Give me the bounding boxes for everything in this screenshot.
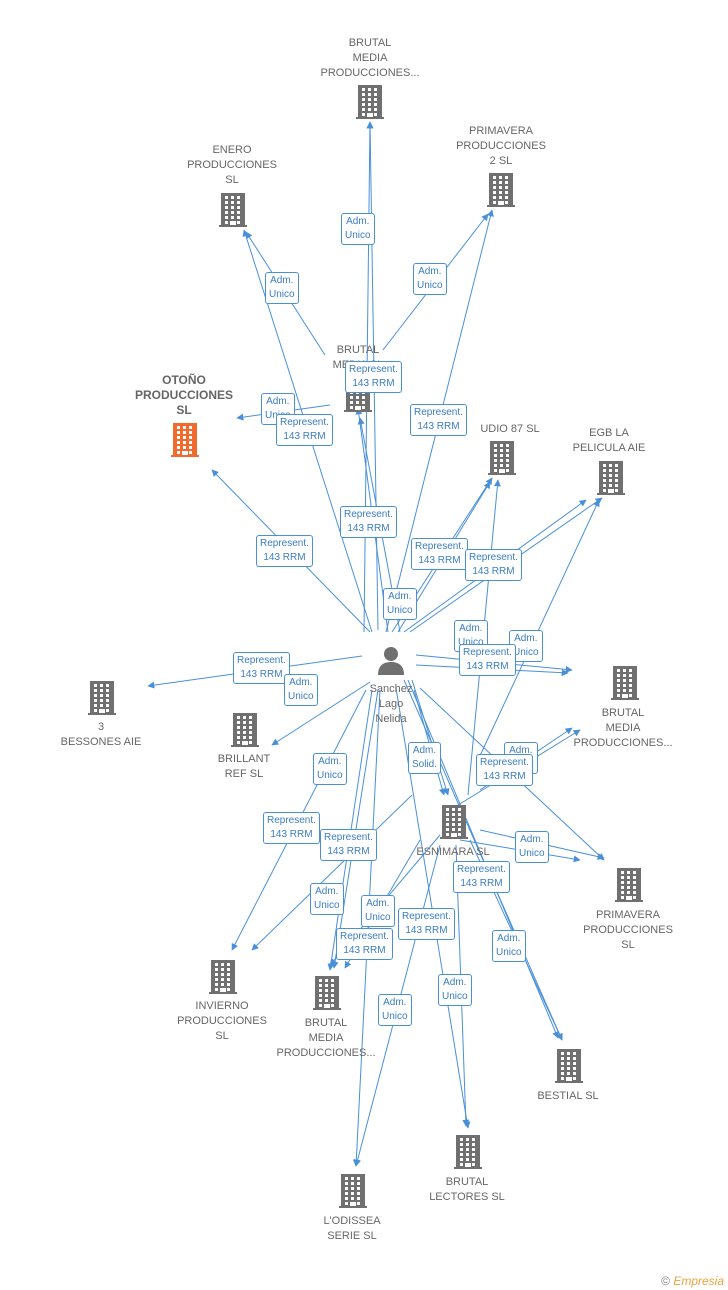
relation-label[interactable]: Adm.Unico <box>383 588 417 620</box>
relation-label[interactable]: Represent.143 RRM <box>345 361 402 393</box>
relation-label[interactable]: Represent.143 RRM <box>476 754 533 786</box>
relation-label[interactable]: Adm.Unico <box>265 272 299 304</box>
building-icon[interactable] <box>231 713 259 747</box>
relation-label[interactable]: Represent.143 RRM <box>459 644 516 676</box>
relation-label[interactable]: Adm.Unico <box>313 753 347 785</box>
relation-label[interactable]: Adm.Unico <box>310 883 344 915</box>
company-label[interactable]: ESNIMARA SL <box>416 846 490 858</box>
relation-label[interactable]: Adm.Unico <box>413 263 447 295</box>
building-icon[interactable] <box>488 441 516 475</box>
relation-edge <box>251 794 413 951</box>
relation-label[interactable]: Adm.Unico <box>361 895 395 927</box>
relation-edge <box>407 679 559 1039</box>
relation-label[interactable]: Represent.143 RRM <box>398 908 455 940</box>
person-icon[interactable] <box>376 645 406 675</box>
relation-label[interactable]: Adm.Unico <box>378 994 412 1026</box>
relation-label[interactable]: Adm.Unico <box>284 674 318 706</box>
relation-label[interactable]: Represent.143 RRM <box>340 506 397 538</box>
footer-brand: © Empresia <box>661 1274 724 1288</box>
relation-label[interactable]: Adm.Unico <box>438 974 472 1006</box>
relation-label[interactable]: Adm.Unico <box>492 930 526 962</box>
relation-label[interactable]: Represent.143 RRM <box>453 861 510 893</box>
relation-label[interactable]: Represent.143 RRM <box>410 404 467 436</box>
building-icon[interactable] <box>88 681 116 715</box>
building-icon[interactable] <box>171 423 199 457</box>
building-icon[interactable] <box>555 1049 583 1083</box>
relation-edge <box>271 681 371 746</box>
building-icon[interactable] <box>356 85 384 119</box>
building-icon[interactable] <box>209 960 237 994</box>
relation-label[interactable]: Represent.143 RRM <box>465 549 522 581</box>
relation-label[interactable]: Represent.143 RRM <box>336 928 393 960</box>
empresia-logo-text: Empresia <box>673 1274 724 1288</box>
company-label[interactable]: UDIO 87 SL <box>480 423 540 435</box>
relation-label[interactable]: Represent.143 RRM <box>411 538 468 570</box>
building-icon[interactable] <box>313 976 341 1010</box>
company-label[interactable]: BESTIAL SL <box>537 1090 599 1102</box>
relation-edge <box>411 679 450 796</box>
relation-label[interactable]: Adm.Unico <box>515 831 549 863</box>
building-icon[interactable] <box>615 868 643 902</box>
building-icon[interactable] <box>454 1135 482 1169</box>
relation-label[interactable]: Adm.Solid. <box>408 742 442 774</box>
building-icon[interactable] <box>440 805 468 839</box>
building-icon[interactable] <box>339 1174 367 1208</box>
building-icon[interactable] <box>611 666 639 700</box>
copyright-symbol: © <box>661 1274 670 1288</box>
relation-label[interactable]: Represent.143 RRM <box>276 414 333 446</box>
building-icon[interactable] <box>219 193 247 227</box>
building-icon[interactable] <box>487 173 515 207</box>
relation-label[interactable]: Adm.Unico <box>341 213 375 245</box>
building-icon[interactable] <box>597 461 625 495</box>
relation-label[interactable]: Represent.143 RRM <box>263 812 320 844</box>
relation-label[interactable]: Represent.143 RRM <box>320 829 377 861</box>
relation-label[interactable]: Represent.143 RRM <box>233 652 290 684</box>
relation-label[interactable]: Represent.143 RRM <box>256 535 313 567</box>
